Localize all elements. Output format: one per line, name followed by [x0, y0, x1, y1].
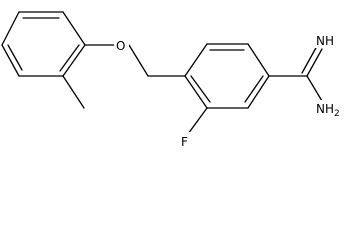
bond	[62, 11, 86, 46]
oxygen-label: O	[116, 39, 125, 53]
imine-double-bond	[301, 45, 318, 74]
amine-subscript: 2	[334, 109, 340, 119]
bond	[247, 43, 270, 77]
bond	[184, 43, 208, 77]
imine-label: NH	[316, 34, 334, 48]
oxygen-methylene-bond	[128, 44, 149, 77]
double-bond	[59, 44, 80, 72]
molecule-structure: O F NH NH2	[1, 11, 340, 149]
tolyl-ring	[1, 11, 86, 77]
fluorine-bond	[187, 107, 208, 135]
imine-double-bond	[306, 48, 323, 77]
amine-label-text: NH	[316, 102, 334, 116]
bond	[1, 44, 20, 77]
bond	[62, 44, 86, 77]
amine-bond	[306, 75, 323, 102]
bond	[247, 75, 270, 109]
bond	[1, 11, 20, 46]
fluorine-label: F	[181, 135, 188, 149]
amine-label: NH2	[316, 102, 340, 119]
bond	[184, 75, 208, 109]
double-bond	[190, 75, 211, 103]
methyl-bond	[62, 75, 85, 109]
double-bond	[7, 44, 23, 71]
double-bond	[244, 75, 264, 103]
benzamidine-ring	[184, 43, 270, 109]
